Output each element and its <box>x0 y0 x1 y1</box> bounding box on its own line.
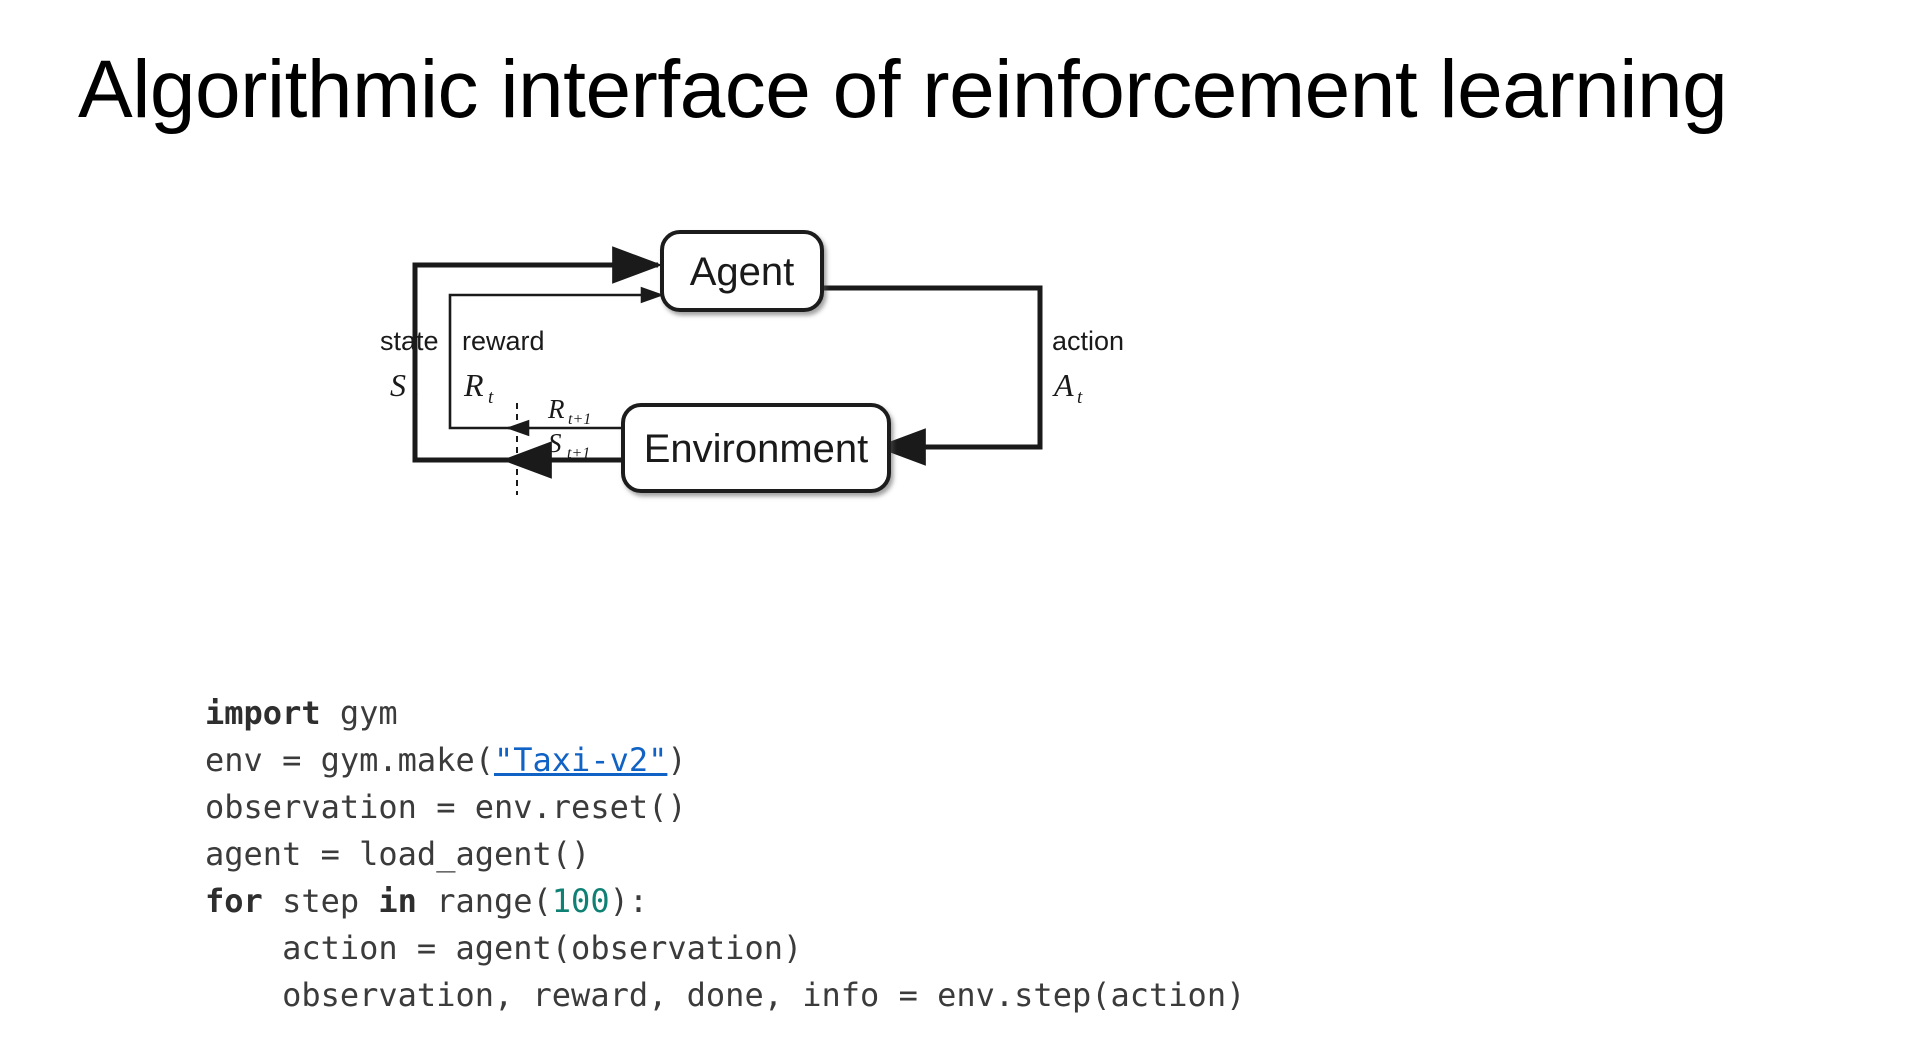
code-token: observation = env.reset() <box>205 788 687 826</box>
code-token: in <box>378 882 417 920</box>
state-arrow <box>412 246 663 463</box>
page-title: Algorithmic interface of reinforcement l… <box>78 44 1728 135</box>
code-hyperlink[interactable]: "Taxi-v2" <box>493 741 668 779</box>
action-arrow <box>820 285 1043 466</box>
svg-text:R: R <box>547 394 565 424</box>
agent-node: Agent <box>660 230 824 312</box>
environment-node: Environment <box>621 403 891 493</box>
svg-text:S: S <box>548 428 562 458</box>
environment-node-label: Environment <box>644 427 869 471</box>
state-label: state S t <box>380 326 439 408</box>
code-token: env = gym.make( <box>205 741 494 779</box>
agent-node-label: Agent <box>690 250 795 294</box>
code-line: action = agent(observation) <box>205 925 1245 972</box>
code-token: gym <box>320 694 398 732</box>
code-token: import <box>205 694 321 732</box>
code-token: action = agent(observation) <box>205 929 803 967</box>
rl-loop-diagram: Agent Environment state S t reward R t a… <box>380 210 1200 540</box>
svg-text:t: t <box>488 387 494 408</box>
code-line: observation, reward, done, info = env.st… <box>205 972 1245 1019</box>
svg-text:state: state <box>380 326 439 356</box>
svg-text:t: t <box>1077 387 1083 408</box>
svg-text:R: R <box>463 367 484 403</box>
code-token: step <box>262 882 379 920</box>
code-line: observation = env.reset() <box>205 784 1245 831</box>
code-line: for step in range(100): <box>205 878 1245 925</box>
code-token: ): <box>609 882 649 920</box>
action-label: action A t <box>1052 326 1124 408</box>
svg-text:S: S <box>390 367 406 403</box>
reward-arrow <box>448 286 665 430</box>
code-line: agent = load_agent() <box>205 831 1245 878</box>
svg-text:action: action <box>1052 326 1124 356</box>
code-token: observation, reward, done, info = env.st… <box>205 976 1246 1014</box>
state-next-label: S t+1 <box>548 428 590 462</box>
code-line: env = gym.make("Taxi-v2") <box>205 737 1245 784</box>
code-token: ) <box>667 741 687 779</box>
svg-text:reward: reward <box>462 326 545 356</box>
svg-text:A: A <box>1052 367 1074 403</box>
reward-next-label: R t+1 <box>547 394 591 428</box>
svg-text:t: t <box>412 387 418 408</box>
svg-text:t+1: t+1 <box>567 445 590 462</box>
reward-label: reward R t <box>462 326 545 408</box>
code-line: import gym <box>205 690 1245 737</box>
code-token: agent = load_agent() <box>205 835 591 873</box>
code-token: for <box>205 882 263 920</box>
code-token: 100 <box>551 882 610 920</box>
svg-text:t+1: t+1 <box>568 411 591 428</box>
code-token: range( <box>416 882 552 920</box>
